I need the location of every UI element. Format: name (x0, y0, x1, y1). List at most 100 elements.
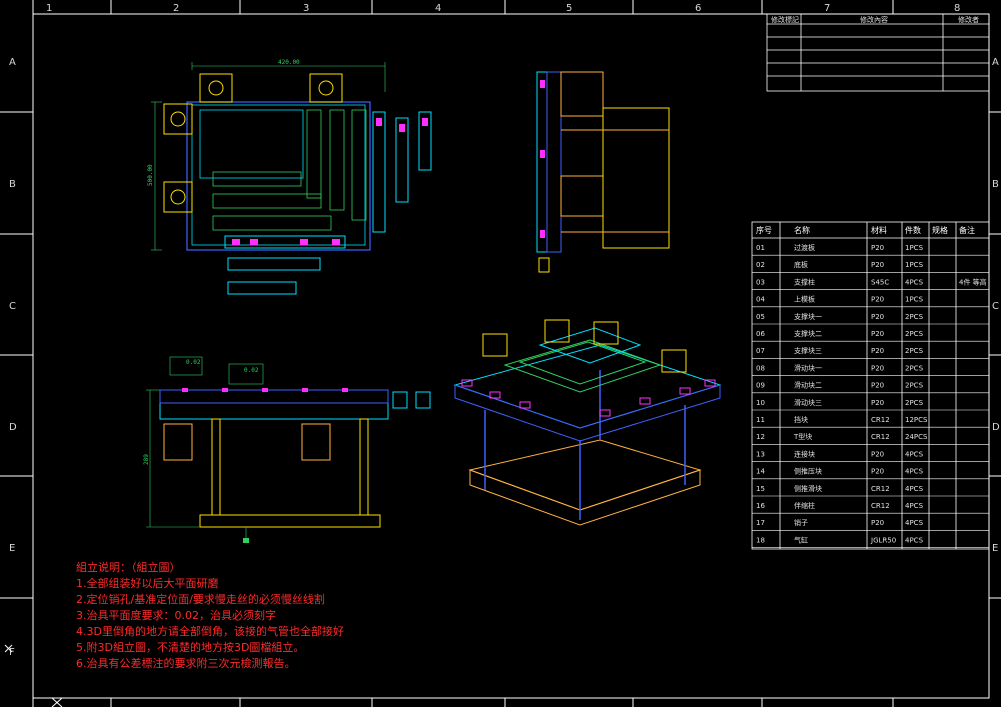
col-label-1: 1 (46, 3, 52, 14)
bom-cell: 17 (756, 519, 765, 527)
row-label-e: E (9, 543, 15, 554)
bom-cell: 支撑块三 (794, 346, 822, 355)
row-label-e-right: E (992, 543, 998, 554)
bom-cell: P20 (871, 382, 884, 390)
bom-table-grid (751, 221, 990, 550)
bom-cell: 4PCS (905, 468, 924, 476)
bom-cell: 07 (756, 347, 765, 355)
notes-title: 組立说明：（組立圖） (76, 560, 181, 574)
col-label-8: 8 (954, 3, 960, 14)
bom-cell: 14 (756, 468, 765, 476)
corner-marks (4, 644, 63, 707)
row-label-d-right: D (992, 422, 1000, 433)
bom-cell: 4PCS (905, 536, 924, 544)
bom-cell: 4PCS (905, 519, 924, 527)
bom-cell: 1PCS (905, 244, 924, 252)
bom-cell: 支撑块二 (794, 329, 822, 338)
bom-cell: P20 (871, 450, 884, 458)
bom-cell: 侧推滑块 (794, 484, 822, 493)
row-label-a: A (9, 57, 16, 68)
bom-header-cell: 材料 (871, 225, 887, 235)
bom-cell: 1PCS (905, 261, 924, 269)
bom-cell: 4PCS (905, 502, 924, 510)
revision-header-mark: 修改標記 (771, 15, 799, 24)
bom-cell: 05 (756, 313, 765, 321)
bom-row-lines (752, 237, 989, 548)
bom-header-cell: 规格 (932, 225, 948, 235)
bom-cell: 支撑柱 (794, 277, 815, 286)
bom-cell: 10 (756, 399, 765, 407)
bom-cell: 2PCS (905, 399, 924, 407)
note-line-1: 1.全部组装好以后大平面研磨 (76, 576, 219, 590)
bom-cell: 13 (756, 450, 765, 458)
bom-cell: CR12 (871, 485, 890, 493)
bom-cell: 08 (756, 364, 765, 372)
bom-cell: 01 (756, 244, 765, 252)
bom-cell: 4PCS (905, 450, 924, 458)
row-label-a-right: A (992, 57, 999, 68)
bom-cell: 2PCS (905, 382, 924, 390)
side-height-dim: 500.00 (147, 164, 154, 186)
top-width-dim: 420.00 (278, 59, 300, 66)
isometric-view[interactable] (453, 319, 722, 526)
side-view[interactable] (536, 71, 670, 273)
bom-cell: P20 (871, 399, 884, 407)
col-label-5: 5 (566, 3, 572, 14)
bom-cell: 09 (756, 382, 765, 390)
bom-cell: 2PCS (905, 330, 924, 338)
bom-cell: 滑动块一 (794, 363, 822, 372)
top-view[interactable]: 420.00 500.00 (147, 59, 432, 295)
bom-cell: 4PCS (905, 278, 924, 286)
bom-cell: 2PCS (905, 347, 924, 355)
bom-cell: 侧推压块 (794, 467, 822, 476)
note-line-2: 2.定位销孔/基准定位面/要求慢走丝的必须慢丝线割 (76, 592, 325, 606)
bom-cell: 15 (756, 485, 765, 493)
bom-cell: 12 (756, 433, 765, 441)
bom-cell: 1PCS (905, 296, 924, 304)
bom-cell: P20 (871, 313, 884, 321)
front-view[interactable]: 289 0.02 0.02 (143, 356, 431, 543)
bom-cell: P20 (871, 261, 884, 269)
row-label-b: B (9, 179, 16, 190)
bom-cell: 销子 (794, 518, 808, 527)
bom-cell: 2PCS (905, 313, 924, 321)
revision-header-author: 修改者 (958, 15, 979, 24)
front-height-dim: 289 (143, 454, 150, 465)
bom-cell: 4件 等高 (959, 277, 987, 286)
revision-header-content: 修改內容 (860, 15, 888, 24)
bom-cell: 16 (756, 502, 765, 510)
bom-header-cell: 名称 (794, 225, 810, 235)
bom-cell: CR12 (871, 433, 890, 441)
bom-cell: 06 (756, 330, 765, 338)
bom-cell: T型块 (793, 432, 812, 441)
note-line-5: 5.附3D組立圖，不清楚的地方按3D圖檔組立。 (76, 640, 304, 654)
bom-cell: 18 (756, 536, 765, 544)
bom-cell: P20 (871, 347, 884, 355)
bom-cell: P20 (871, 244, 884, 252)
bom-cell: 11 (756, 416, 765, 424)
flatness-callout-2: 0.02 (244, 367, 259, 374)
bom-cell: 滑动块二 (794, 381, 822, 390)
bom-cell: P20 (871, 468, 884, 476)
note-line-6: 6.治具有公差標注的要求附三次元檢測報告。 (76, 656, 296, 670)
revision-table (766, 13, 990, 92)
note-line-3: 3.治具平面度要求：0.02，治具必须刻字 (76, 608, 276, 622)
bom-cell: S45C (871, 278, 889, 286)
bom-cell: 2PCS (905, 364, 924, 372)
bom-cell: 过渡板 (794, 243, 815, 252)
column-labels: 1 2 3 4 5 6 7 8 (46, 3, 960, 14)
bom-cell: 4PCS (905, 485, 924, 493)
row-label-b-right: B (992, 179, 999, 190)
assembly-notes: 組立说明：（組立圖） 1.全部组装好以后大平面研磨 2.定位销孔/基准定位面/要… (76, 560, 344, 670)
note-line-4: 4.3D里倒角的地方请全部倒角，该接的气管也全部接好 (76, 624, 344, 638)
bom-cell: 支撑块一 (794, 312, 822, 321)
bom-header-cell: 序号 (756, 225, 772, 235)
col-label-6: 6 (695, 3, 701, 14)
bom-cell: P20 (871, 296, 884, 304)
col-label-2: 2 (173, 3, 179, 14)
bom-cell: 连接块 (794, 449, 815, 458)
row-label-d: D (9, 422, 17, 433)
